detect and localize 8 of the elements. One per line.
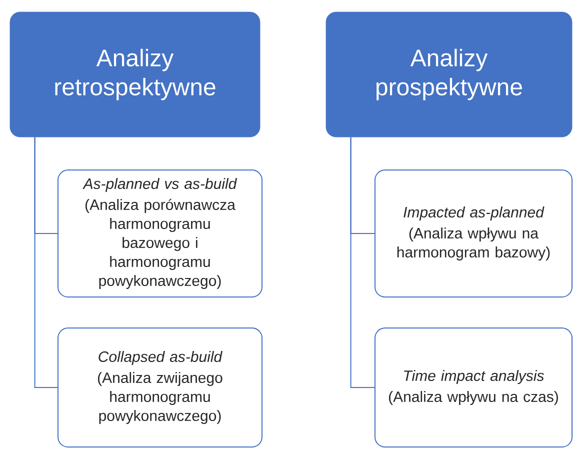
header-box: Analizy prospektywne bbox=[326, 12, 572, 138]
analysis-box: Collapsed as-build (Analiza zwijanego harmonogramu powykonawczego) bbox=[58, 328, 262, 448]
analysis-box: As-planned vs as-build (Analiza porównawcza harmonogramu bazowego i harmonogramu powykonawczego) bbox=[58, 170, 262, 298]
analysis-box: Impacted as-planned (Analiza wpływu na harmonogram bazowy) bbox=[374, 170, 572, 298]
connector-line bbox=[350, 136, 375, 388]
header-box: Analizy retrospektywne bbox=[10, 12, 260, 138]
analysis-box: Time impact analysis (Analiza wpływu na czas) bbox=[374, 328, 572, 448]
connector-line bbox=[34, 136, 58, 388]
